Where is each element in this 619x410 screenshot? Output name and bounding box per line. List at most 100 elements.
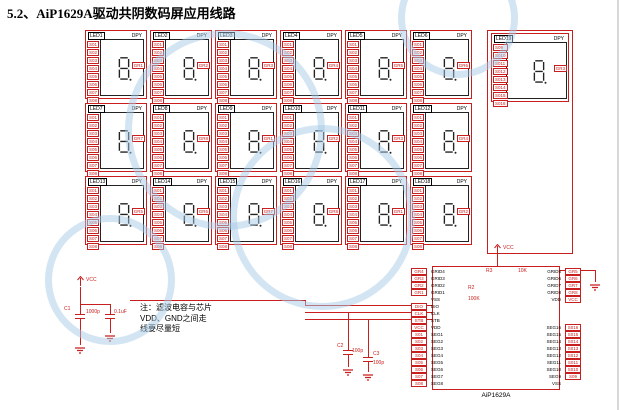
chip-right-net-label: S09 xyxy=(565,372,581,381)
segment-pin-label: S04 xyxy=(412,65,425,72)
module-part-label: DPY xyxy=(391,33,402,39)
chip-right-pin-name: GRID8 xyxy=(547,289,561,295)
c3-value-label: 100p xyxy=(373,360,385,366)
chip-pin-row: GR4 GRID4 GRID5 GR5 xyxy=(411,267,581,276)
chip-left-pin-name: DIO xyxy=(431,303,440,309)
segment-pin-label: S02 xyxy=(87,122,100,129)
module-grid-net-label: GR8 xyxy=(326,208,340,215)
segment-pin-label: S010 xyxy=(493,52,508,59)
segment-pin-label: S08 xyxy=(217,170,230,177)
segment-pin-label: S02 xyxy=(152,122,165,129)
wire xyxy=(110,304,111,314)
chip-pin-row: STB STB xyxy=(411,316,559,325)
segment-pin-label: S08 xyxy=(87,243,100,250)
chip-pin-row: GR2 GRID2 GRID7 GR7 xyxy=(411,281,581,290)
segment-pin-label: S03 xyxy=(152,130,165,137)
segment-pin-label: S02 xyxy=(347,49,360,56)
segment-pin-label: S05 xyxy=(152,73,165,80)
segment-pin-label: S04 xyxy=(217,138,230,145)
module-grid-net-label: GR6 xyxy=(456,62,470,69)
module-part-label: DPY xyxy=(131,33,142,39)
segment-pin-label: S04 xyxy=(282,65,295,72)
segment-pin-label: S06 xyxy=(412,81,425,88)
segment-pin-label: S01 xyxy=(412,41,425,48)
segment-pin-label: S03 xyxy=(347,203,360,210)
segment-pin-label: S02 xyxy=(217,122,230,129)
module-grid-net-label: GR3 xyxy=(553,65,567,72)
chip-right-pin-name: SEG10 xyxy=(546,366,561,372)
module-ref-label: LED3 xyxy=(218,32,235,40)
chip-right-pin-name: SEG12 xyxy=(546,352,561,358)
seven-segment-display-icon xyxy=(248,56,262,81)
module-part-label: DPY xyxy=(456,179,467,185)
segment-pin-label: S03 xyxy=(412,203,425,210)
segment-pin-label: S012 xyxy=(493,68,508,75)
chip-left-pin-name: SEG4 xyxy=(431,352,444,358)
segment-pin-label: S03 xyxy=(347,57,360,64)
segment-pin-label: S06 xyxy=(87,154,100,161)
segment-pin-label: S03 xyxy=(87,57,100,64)
vcc-arrow-icon xyxy=(77,276,84,286)
module-part-label: DPY xyxy=(196,106,207,112)
segment-pin-label: S05 xyxy=(412,219,425,226)
aip1629a-chip-block: GR4 GRID4 GRID5 GR5 GR3 GRID3 GRID6 GR6 … xyxy=(411,266,581,390)
module-grid-net-label: GR4 xyxy=(456,135,470,142)
module-grid-net-label: GR2 xyxy=(326,135,340,142)
seven-segment-display-icon xyxy=(183,56,197,81)
module-part-label: DPY xyxy=(391,179,402,185)
segment-pin-label: S06 xyxy=(152,154,165,161)
chip-right-pin-name: GRID5 xyxy=(547,268,561,274)
segment-pin-label: S04 xyxy=(347,211,360,218)
segment-pin-label: S08 xyxy=(347,243,360,250)
module-part-label: DPY xyxy=(391,106,402,112)
wire xyxy=(497,254,498,266)
segment-pin-label: S07 xyxy=(87,89,100,96)
module-part-label: DPY xyxy=(326,106,337,112)
segment-pin-label: S05 xyxy=(152,219,165,226)
module-part-label: DPY xyxy=(553,36,564,42)
segment-pin-label: S011 xyxy=(493,60,508,67)
segment-pin-label: S04 xyxy=(152,211,165,218)
chip-pin-row: S07 SEG7 SEG9 S09 xyxy=(411,372,581,381)
segment-pin-label: S03 xyxy=(217,203,230,210)
segment-pin-label: S05 xyxy=(217,219,230,226)
chip-right-pin-name: GRID6 xyxy=(547,275,561,281)
section-title: 5.2、AiP1629A驱动共阴数码屏应用线路 xyxy=(7,6,236,21)
segment-pin-label: S02 xyxy=(412,49,425,56)
segment-pin-label: S02 xyxy=(217,195,230,202)
segment-pin-label: S04 xyxy=(217,211,230,218)
wire xyxy=(80,304,111,305)
seven-segment-display-icon xyxy=(313,202,327,227)
segment-pin-label: S07 xyxy=(87,162,100,169)
segment-pin-label: S04 xyxy=(347,65,360,72)
chip-left-pin-name: SEG7 xyxy=(431,373,444,379)
segment-pin-label: S06 xyxy=(217,154,230,161)
chip-pin-row: S02 SEG2 SEG14 S014 xyxy=(411,337,581,346)
segment-pin-label: S06 xyxy=(152,227,165,234)
segment-pin-label: S04 xyxy=(217,65,230,72)
seven-segment-display-icon xyxy=(443,202,457,227)
module-part-label: DPY xyxy=(131,179,142,185)
segment-pin-label: S08 xyxy=(282,170,295,177)
module-grid-net-label: GR5 xyxy=(131,208,145,215)
r3-value-label: 10K xyxy=(518,268,527,274)
segment-pin-label: S05 xyxy=(282,219,295,226)
r2-value-label: 100K xyxy=(468,296,480,302)
segment-pin-label: S02 xyxy=(87,49,100,56)
chip-right-pin-name: SEG14 xyxy=(546,338,561,344)
segment-pin-label: S05 xyxy=(87,73,100,80)
segment-pin-label: S03 xyxy=(412,130,425,137)
segment-pin-label: S01 xyxy=(87,114,100,121)
seven-segment-display-icon xyxy=(248,129,262,154)
chip-left-pin-name: SEG1 xyxy=(431,331,444,337)
chip-pin-row: S05 SEG5 SEG11 S011 xyxy=(411,358,581,367)
segment-pin-label: S015 xyxy=(493,92,508,99)
